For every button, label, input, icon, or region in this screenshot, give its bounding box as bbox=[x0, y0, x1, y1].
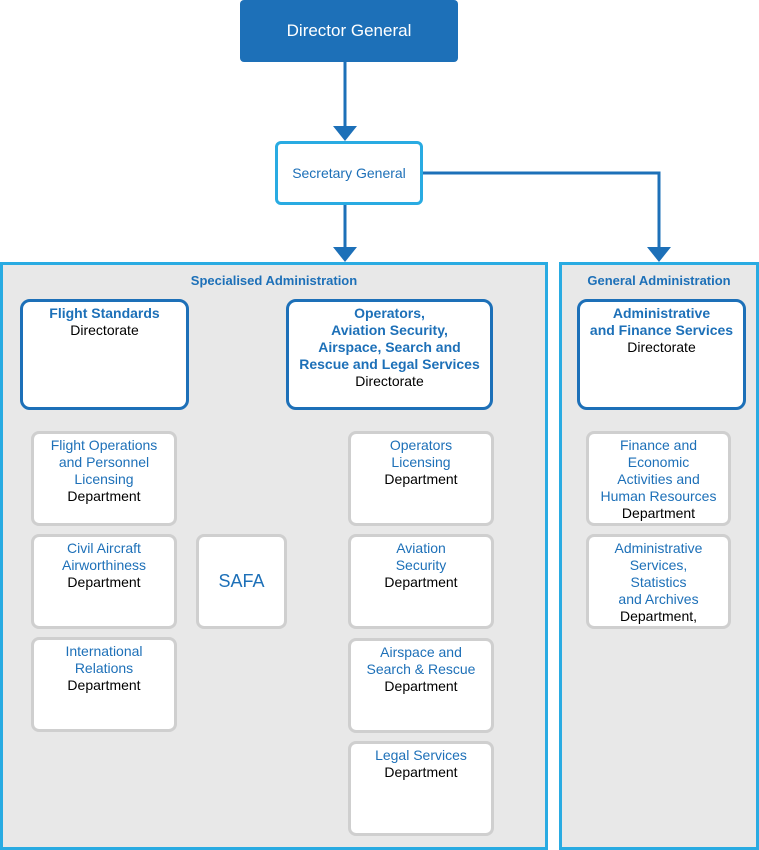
department-subtitle: Department, bbox=[619, 608, 698, 624]
department-subtitle: Department bbox=[384, 574, 458, 590]
department-title: Aviation Security bbox=[395, 540, 447, 573]
department-subtitle: Department bbox=[67, 677, 141, 693]
admin-services-statistics-department: Administrative Services, Statistics and … bbox=[586, 534, 731, 629]
sg-to-general-arrowhead bbox=[647, 247, 671, 262]
department-subtitle: Department bbox=[621, 505, 696, 521]
admin-finance-directorate: Administrative and Finance Services Dire… bbox=[577, 299, 746, 410]
directorate-title: Flight Standards bbox=[49, 305, 160, 321]
legal-services-department: Legal Services Department bbox=[348, 741, 494, 836]
department-title: Flight Operations and Personnel Licensin… bbox=[50, 437, 158, 487]
department-subtitle: Department bbox=[384, 678, 458, 694]
directorate-subtitle: Directorate bbox=[70, 322, 139, 338]
department-title: Airspace and Search & Rescue bbox=[366, 644, 476, 677]
civil-aircraft-airworthiness-department: Civil Aircraft Airworthiness Department bbox=[31, 534, 177, 629]
international-relations-department: International Relations Department bbox=[31, 637, 177, 732]
department-title: Operators Licensing bbox=[389, 437, 453, 470]
safa-box: SAFA bbox=[196, 534, 287, 629]
department-title: Legal Services bbox=[375, 747, 467, 763]
department-subtitle: Department bbox=[67, 488, 141, 504]
directorate-subtitle: Directorate bbox=[355, 373, 424, 389]
sg-to-specialised-arrowhead bbox=[333, 247, 357, 262]
department-subtitle: Department bbox=[384, 471, 458, 487]
director-general-label: Director General bbox=[286, 21, 412, 40]
aviation-security-department: Aviation Security Department bbox=[348, 534, 494, 629]
department-title: Finance and Economic Activities and Huma… bbox=[600, 437, 717, 504]
secretary-general-box: Secretary General bbox=[275, 141, 423, 205]
department-subtitle: Department bbox=[384, 764, 458, 780]
general-administration-title: General Administration bbox=[587, 273, 731, 288]
directorate-subtitle: Directorate bbox=[627, 339, 696, 355]
operators-licensing-department: Operators Licensing Department bbox=[348, 431, 494, 526]
secretary-general-label: Secretary General bbox=[292, 165, 406, 181]
safa-label: SAFA bbox=[218, 571, 265, 591]
operators-security-directorate: Operators, Aviation Security, Airspace, … bbox=[286, 299, 493, 410]
department-title: Administrative Services, Statistics and … bbox=[614, 540, 703, 607]
department-title: Civil Aircraft Airworthiness bbox=[61, 540, 147, 573]
dg-to-sg-arrowhead bbox=[333, 126, 357, 141]
directorate-title: Operators, Aviation Security, Airspace, … bbox=[299, 305, 480, 372]
airspace-search-rescue-department: Airspace and Search & Rescue Department bbox=[348, 638, 494, 733]
flight-operations-department: Flight Operations and Personnel Licensin… bbox=[31, 431, 177, 526]
department-title: International Relations bbox=[65, 643, 143, 676]
flight-standards-directorate: Flight Standards Directorate bbox=[20, 299, 189, 410]
specialised-administration-title: Specialised Administration bbox=[190, 273, 358, 288]
finance-economic-hr-department: Finance and Economic Activities and Huma… bbox=[586, 431, 731, 526]
directorate-title: Administrative and Finance Services bbox=[589, 305, 734, 338]
director-general-box: Director General bbox=[240, 0, 458, 62]
department-subtitle: Department bbox=[67, 574, 141, 590]
sg-to-general-line bbox=[423, 171, 661, 248]
